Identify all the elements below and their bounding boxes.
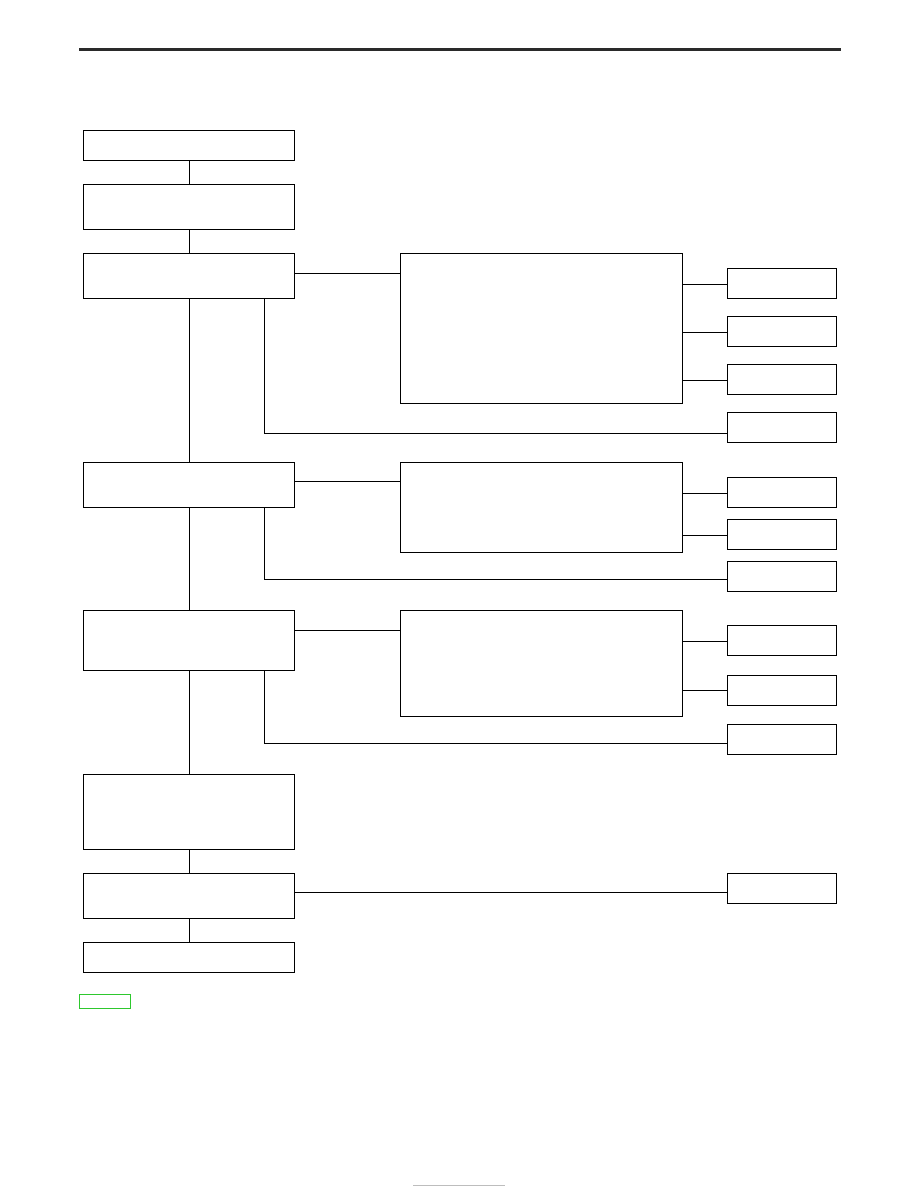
connector-4-5 xyxy=(189,508,190,610)
detail-box-2 xyxy=(400,462,683,553)
header-rule xyxy=(79,48,841,51)
detail-box-3 xyxy=(400,610,683,717)
outcome-box-9 xyxy=(727,675,837,706)
connector-detail-2-outcome-6 xyxy=(683,535,727,536)
connector-3-bypass-down xyxy=(264,299,265,433)
outcome-box-10 xyxy=(727,724,837,755)
connector-detail-3-outcome-8 xyxy=(683,641,727,642)
connector-3-bypass-across xyxy=(264,433,727,434)
connector-6-7 xyxy=(189,850,190,873)
outcome-box-5 xyxy=(727,477,837,508)
connector-detail-3-outcome-9 xyxy=(683,690,727,691)
connector-detail-1-outcome-1 xyxy=(683,284,727,285)
connector-7-outcome-11 xyxy=(295,892,727,893)
connector-detail-1-outcome-3 xyxy=(683,380,727,381)
main-step-5 xyxy=(83,610,295,671)
connector-detail-1-outcome-2 xyxy=(683,332,727,333)
outcome-box-7 xyxy=(727,561,837,592)
outcome-box-6 xyxy=(727,519,837,550)
detail-box-1 xyxy=(400,253,683,404)
connector-5-bypass-down xyxy=(264,671,265,743)
outcome-box-8 xyxy=(727,625,837,656)
outcome-box-4 xyxy=(727,412,837,443)
connector-5-bypass-across xyxy=(264,743,727,744)
connector-5-6 xyxy=(189,671,190,774)
main-step-4 xyxy=(83,462,295,508)
connector-detail-2-outcome-5 xyxy=(683,493,727,494)
legend-tag xyxy=(79,994,131,1009)
main-step-3 xyxy=(83,253,295,299)
main-step-8 xyxy=(83,942,295,973)
main-step-6 xyxy=(83,774,295,850)
connector-5-detail-3 xyxy=(295,630,400,631)
connector-3-detail-1 xyxy=(295,273,400,274)
main-step-7 xyxy=(83,873,295,919)
connector-1-2 xyxy=(189,161,190,184)
connector-7-8 xyxy=(189,919,190,942)
outcome-box-3 xyxy=(727,364,837,395)
connector-4-detail-2 xyxy=(295,481,400,482)
outcome-box-1 xyxy=(727,268,837,299)
connector-2-3 xyxy=(189,230,190,253)
connector-4-bypass-across xyxy=(264,579,727,580)
main-step-2 xyxy=(83,184,295,230)
outcome-box-11 xyxy=(727,873,837,904)
outcome-box-2 xyxy=(727,316,837,347)
main-step-1 xyxy=(83,130,295,161)
footer-rule xyxy=(413,1185,505,1186)
connector-3-4 xyxy=(189,299,190,462)
connector-4-bypass-down xyxy=(264,508,265,579)
